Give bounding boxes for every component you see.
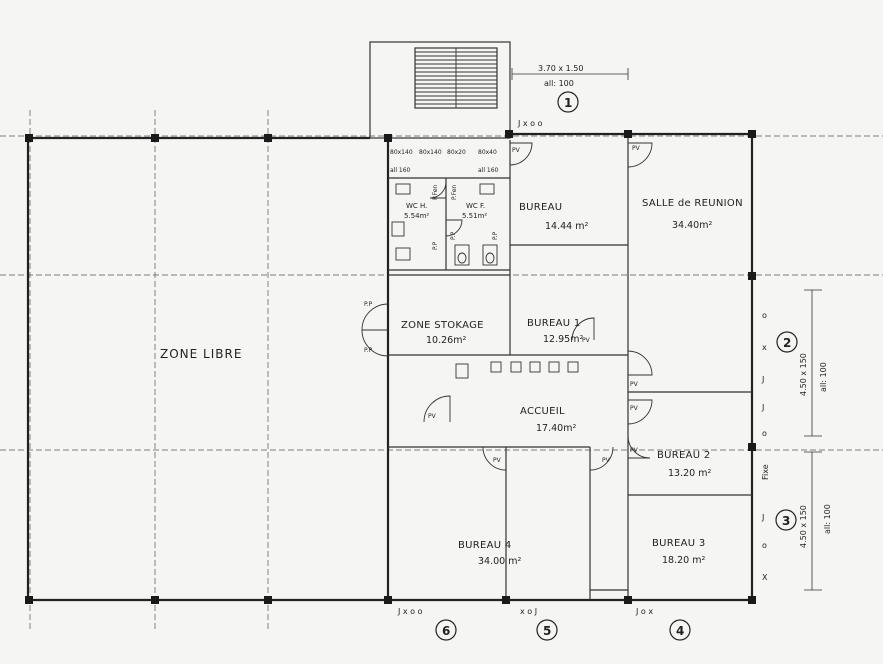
wc-h-label: WC H.: [406, 202, 427, 210]
window-bottom-5-number: 5: [543, 624, 551, 638]
window-right-lower-mark-2: o: [762, 541, 767, 550]
window-bottom-4-marks: J o x: [635, 607, 653, 616]
window-right-upper-circle: [776, 331, 798, 353]
window-right-upper-mark-3: J: [761, 375, 764, 384]
window-top-number: 1: [564, 96, 572, 110]
sanitary-fixtures: [391, 183, 498, 266]
toilet-door-code-1: 80x140: [390, 149, 413, 156]
zone-stokage-label: ZONE STOKAGE: [401, 320, 484, 331]
window-right-upper-mark-2: x: [762, 343, 767, 352]
bureau-1-label: BUREAU 1: [527, 318, 581, 329]
window-right-upper-allege: all: 100: [819, 362, 828, 392]
storage-cabinets: [455, 361, 579, 379]
window-right-lower-mark-3: X: [762, 573, 768, 582]
toilet-door-code-2: 80x140: [419, 149, 442, 156]
window-bottom-4-circle: [669, 619, 691, 641]
window-top-annotation: 3.70 x 1.50 all: 100 1 J x o o: [511, 64, 629, 128]
doors: [361, 142, 653, 471]
door-tag-pfen-2: P.Fen: [451, 185, 458, 200]
bureau-2-area: 13.20 m²: [668, 468, 711, 479]
zone-stokage-area: 10.26m²: [426, 335, 466, 346]
door-tags: P.P P.P PV PV PV PV PV PV PV PV P.P P.P …: [364, 145, 641, 464]
bureau-4-label: BUREAU 4: [458, 540, 512, 551]
window-right-lower-circle: [775, 509, 797, 531]
window-bottom-5-marks: x o J: [520, 607, 537, 616]
salle-reunion-area: 34.40m²: [672, 220, 712, 231]
window-bottom-6-number: 6: [442, 624, 450, 638]
window-right-upper-size: 4.50 x 150: [799, 353, 808, 396]
door-tag-pv-right-2: PV: [630, 405, 639, 412]
window-right-lower-number: 3: [782, 514, 790, 528]
door-tag-pv-bureau3: PV: [602, 457, 611, 464]
window-top-size: 3.70 x 1.50: [538, 64, 583, 73]
window-bottom-6-circle: [435, 619, 457, 641]
bureau-label: BUREAU: [519, 202, 562, 213]
door-tag-pp-wc-3: P.P: [492, 231, 499, 240]
door-tag-pv-bureau2: PV: [630, 447, 639, 454]
window-bottom-6-marks: J x o o: [397, 607, 423, 616]
window-right-upper-annotation: 4.50 x 150 all: 100 2 o x J J o: [761, 289, 828, 438]
stair-block: [369, 41, 511, 139]
window-bottom-4-number: 4: [676, 624, 684, 638]
window-top-circle: [557, 91, 579, 113]
bureau-area: 14.44 m²: [545, 221, 588, 232]
door-tag-pp-top: P.P: [364, 301, 373, 308]
toilet-allege-2: all 160: [478, 167, 499, 174]
window-right-lower-fixe: Fixe: [761, 464, 770, 480]
window-right-lower-allege: all: 100: [823, 504, 832, 534]
door-tag-pv-accueil-left: PV: [428, 413, 437, 420]
window-right-upper-mark-4: J: [761, 403, 764, 412]
window-right-upper-mark-5: o: [762, 429, 767, 438]
door-tag-pv-right-1: PV: [630, 381, 639, 388]
window-right-lower-mark-1: J: [761, 513, 764, 522]
window-bottom-annotations: J x o o 6 x o J 5 J o x 4: [397, 607, 691, 641]
zone-libre-label: ZONE LIBRE: [160, 347, 242, 361]
toilet-door-code-4: 80x40: [478, 149, 497, 156]
salle-reunion-label: SALLE de REUNION: [642, 198, 743, 209]
window-right-lower-size: 4.50 x 150: [799, 505, 808, 548]
bureau-3-label: BUREAU 3: [652, 538, 706, 549]
window-bottom-5-circle: [536, 619, 558, 641]
door-tag-pv-bureau1: PV: [582, 337, 591, 344]
bureau-1-area: 12.95m²: [543, 334, 583, 345]
bureau-2-label: BUREAU 2: [657, 450, 711, 461]
window-right-upper-number: 2: [783, 336, 791, 350]
toilet-pv-tag: PV: [512, 147, 521, 154]
door-tag-pv-bureau4: PV: [493, 457, 502, 464]
accueil-label: ACCUEIL: [520, 406, 565, 417]
toilet-door-code-3: 80x20: [447, 149, 466, 156]
window-top-marks: J x o o: [517, 119, 543, 128]
wc-f-label: WC F.: [466, 202, 485, 210]
wc-h-area: 5.54m²: [404, 212, 429, 220]
bureau-3-area: 18.20 m²: [662, 555, 705, 566]
door-tag-pp-wc-2: P.P: [450, 231, 457, 240]
door-tag-pp-wc-1: P.P: [432, 241, 439, 250]
bureau-4-area: 34.00 m²: [478, 556, 521, 567]
door-tag-pv-salle: PV: [632, 145, 641, 152]
wc-f-area: 5.51m²: [462, 212, 487, 220]
interior-walls: [388, 134, 752, 600]
window-top-allege: all: 100: [544, 79, 574, 88]
door-tag-pfen-1: P.Fen: [432, 185, 439, 200]
window-right-lower-annotation: 4.50 x 150 all: 100 Fixe 3 J o X: [761, 451, 832, 591]
toilet-allege-1: all 160: [390, 167, 411, 174]
accueil-area: 17.40m²: [536, 423, 576, 434]
window-right-upper-mark-1: o: [762, 311, 767, 320]
door-tag-pp-bottom: P.P: [364, 347, 373, 354]
columns: [25, 130, 756, 604]
